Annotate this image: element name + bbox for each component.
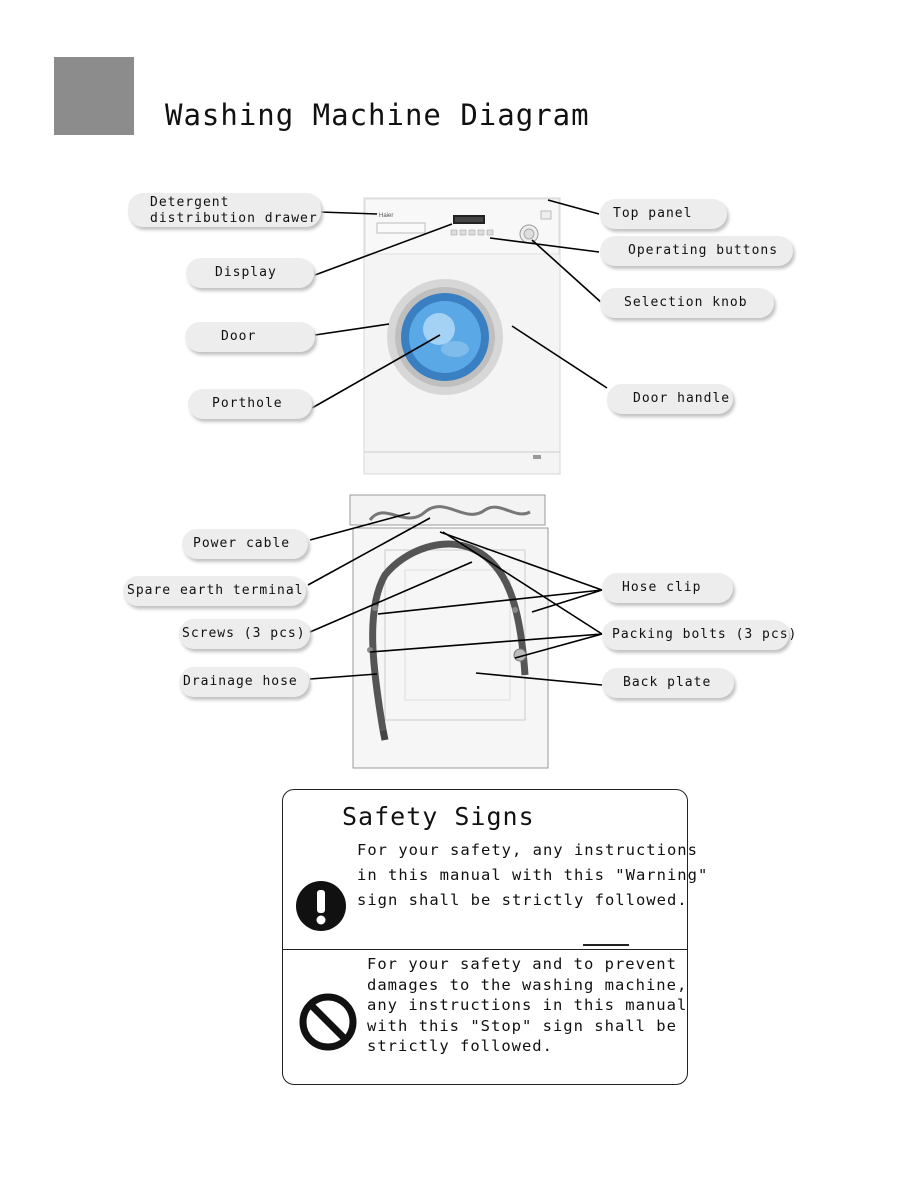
label-door-handle: Door handle bbox=[607, 384, 733, 414]
label-packing-bolts: Packing bolts (3 pcs) bbox=[602, 620, 796, 650]
warning-text: For your safety, any instructions in thi… bbox=[357, 841, 709, 909]
label-spare-earth-terminal: Spare earth terminal bbox=[123, 576, 306, 606]
label-door: Door bbox=[185, 322, 315, 352]
label-detergent-drawer: Detergent distribution drawer bbox=[128, 193, 321, 227]
label-selection-knob: Selection knob bbox=[600, 288, 774, 318]
safety-signs-box bbox=[282, 789, 688, 1085]
label-power-cable: Power cable bbox=[182, 529, 308, 559]
page-title: Washing Machine Diagram bbox=[165, 98, 590, 132]
brand-logo: Haier bbox=[379, 213, 393, 219]
section-marker-block bbox=[54, 57, 134, 135]
label-display: Display bbox=[186, 258, 314, 288]
safety-divider bbox=[283, 949, 688, 950]
label-top-panel: Top panel bbox=[600, 199, 727, 229]
exclamation-icon bbox=[296, 881, 346, 931]
label-drainage-hose: Drainage hose bbox=[179, 667, 309, 697]
label-porthole: Porthole bbox=[188, 389, 312, 419]
prohibition-icon bbox=[299, 993, 357, 1051]
washing-machine-front-image: Haier bbox=[363, 197, 561, 475]
washing-machine-back-image bbox=[349, 494, 549, 769]
label-hose-clip: Hose clip bbox=[602, 573, 733, 603]
divider-mark bbox=[583, 944, 629, 946]
safety-title: Safety Signs bbox=[342, 802, 535, 831]
stop-text: For your safety and to prevent damages t… bbox=[367, 955, 688, 1055]
label-operating-buttons: Operating buttons bbox=[600, 236, 793, 266]
label-screws: Screws (3 pcs) bbox=[179, 619, 310, 649]
label-back-plate: Back plate bbox=[602, 668, 734, 698]
